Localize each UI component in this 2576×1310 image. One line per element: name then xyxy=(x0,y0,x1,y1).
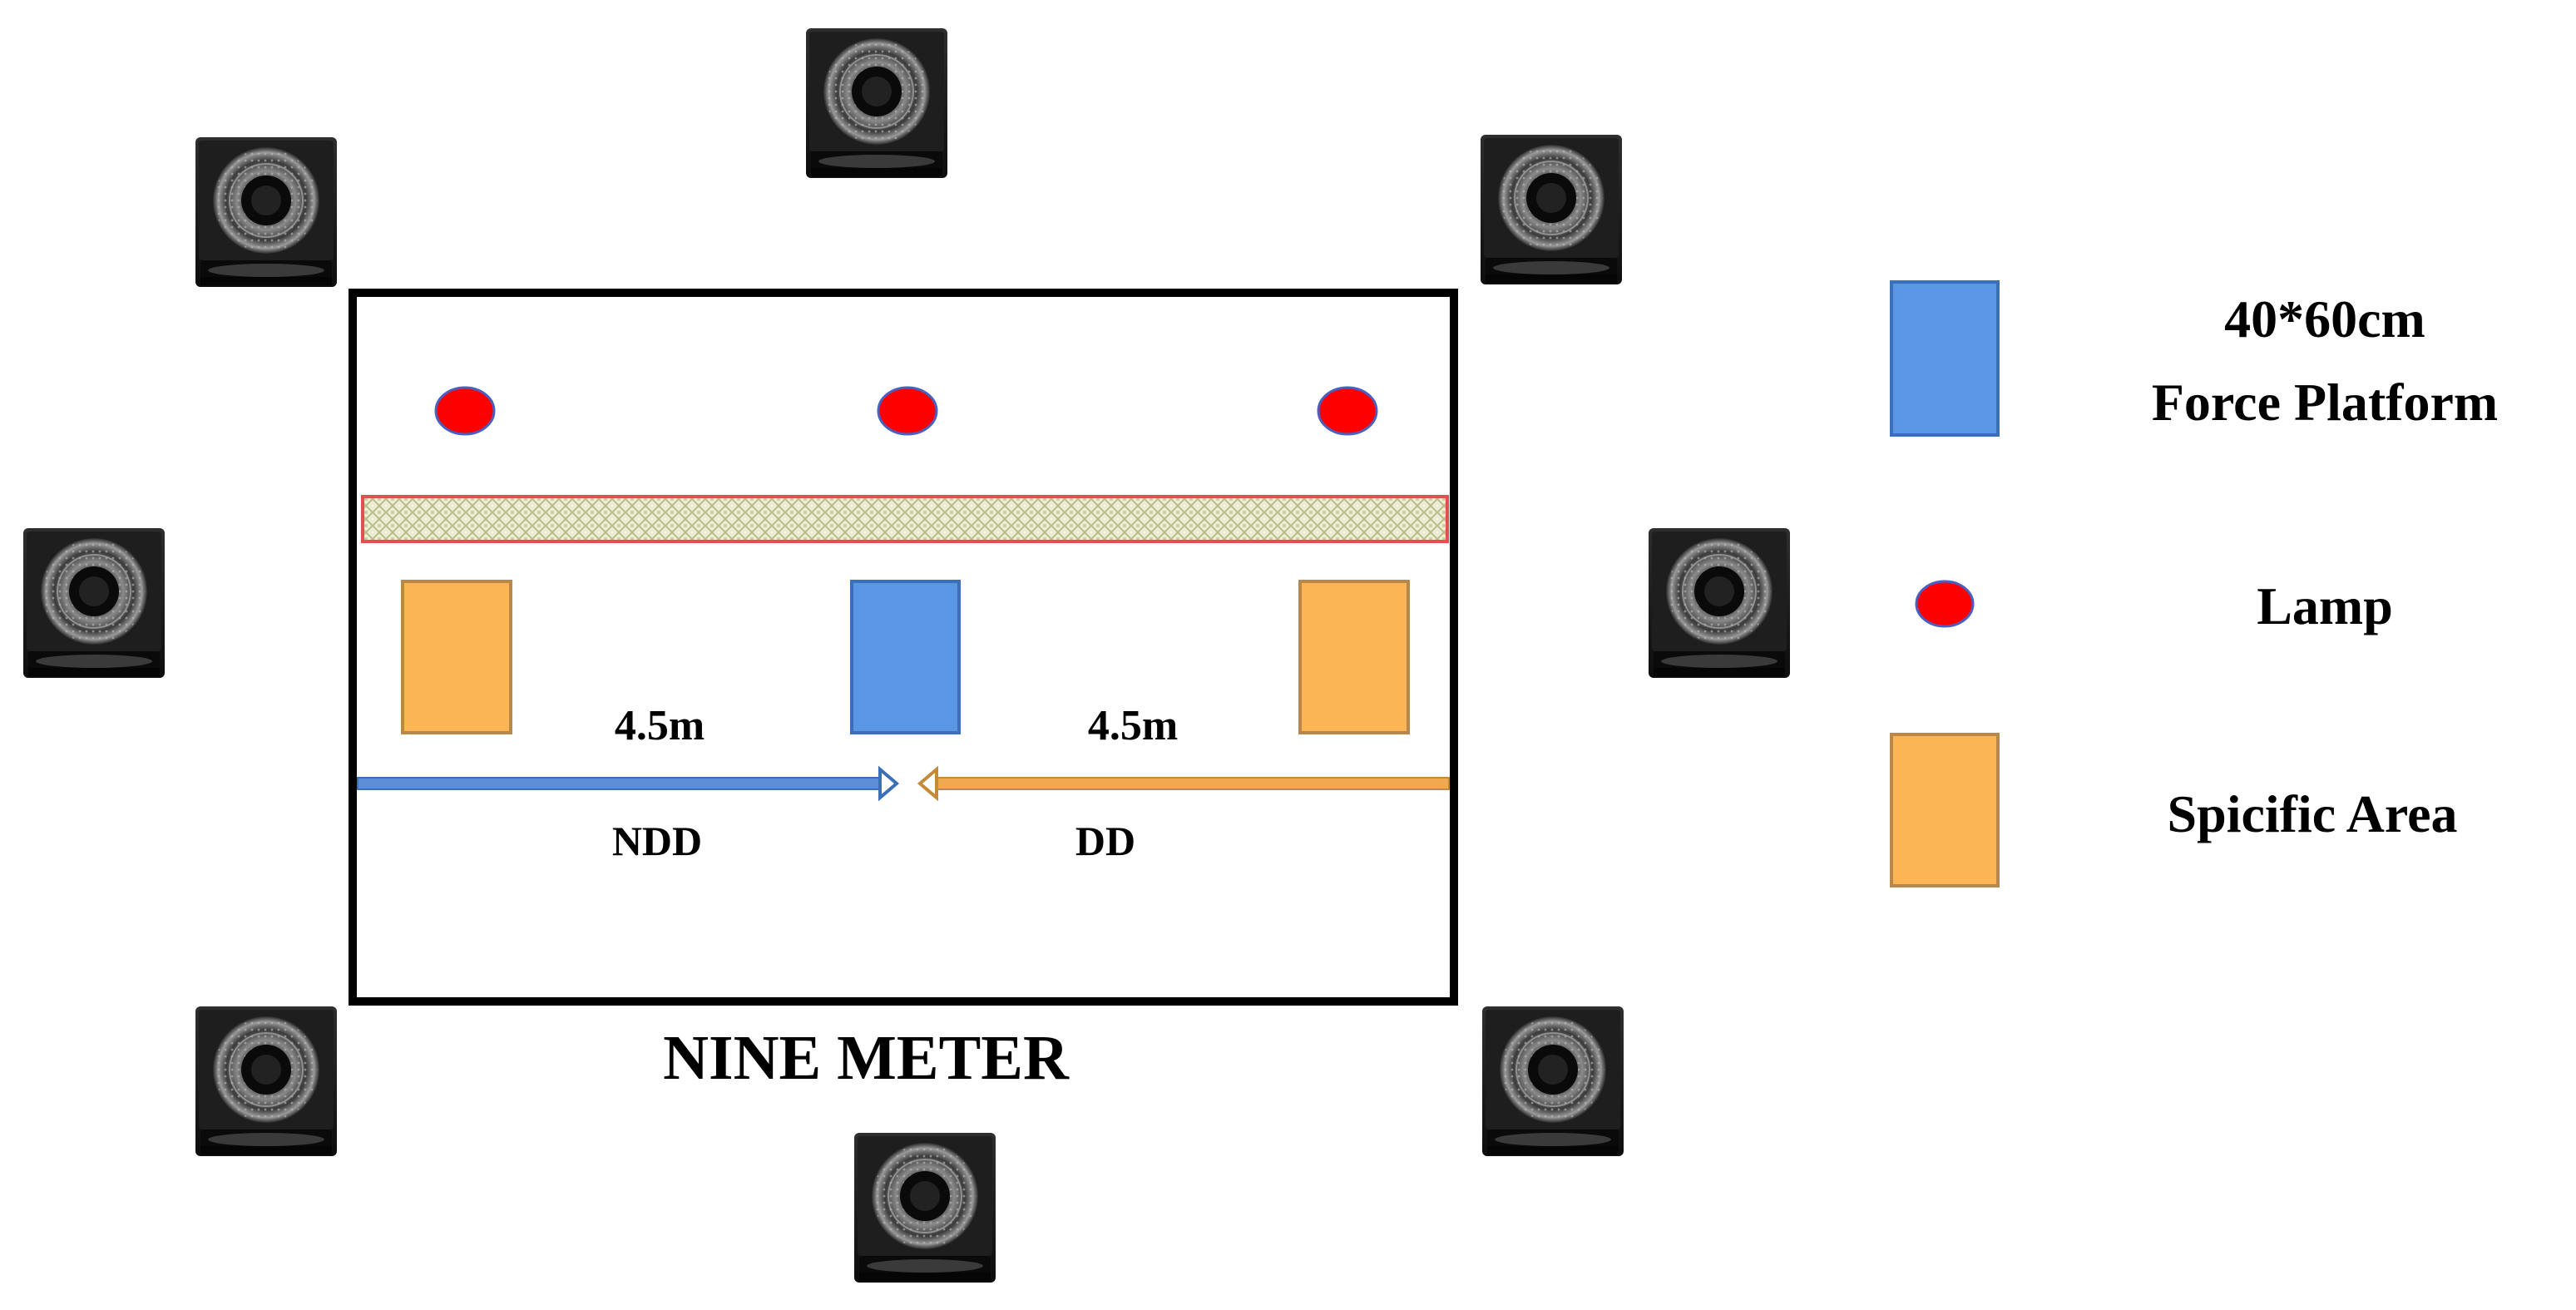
barrier-strip xyxy=(361,495,1449,543)
lamp-icon-left xyxy=(434,386,496,436)
legend-lamp-swatch xyxy=(1915,580,1975,628)
camera-icon-top-left xyxy=(195,136,338,288)
legend: 40*60cm Force Platform Lamp Spicific Are… xyxy=(1890,280,2498,887)
dd-label: DD xyxy=(1075,818,1135,864)
camera-icon-bottom-center xyxy=(853,1132,996,1283)
legend-specific-area-swatch xyxy=(1890,733,2000,887)
lamp-icon-right xyxy=(1317,386,1378,436)
right-distance-label: 4.5m xyxy=(1088,702,1178,749)
legend-force-platform-label: Force Platform xyxy=(2152,373,2498,432)
ndd-arrow xyxy=(357,765,900,802)
legend-specific-area-label: Spicific Area xyxy=(2168,784,2458,843)
legend-force-platform-size: 40*60cm xyxy=(2224,289,2425,349)
camera-icon-bottom-right xyxy=(1481,1006,1624,1157)
room-width-label: NINE METER xyxy=(663,1023,1070,1093)
camera-icon-mid-right xyxy=(1648,527,1791,679)
camera-icon-mid-left xyxy=(22,527,166,679)
specific-area-left xyxy=(401,580,512,734)
camera-icon-top-center xyxy=(805,27,948,179)
camera-icon-bottom-left xyxy=(195,1006,338,1157)
ndd-label: NDD xyxy=(612,818,702,864)
camera-icon-top-right xyxy=(1480,134,1623,285)
lamp-icon-center xyxy=(877,386,938,436)
dd-arrow xyxy=(917,765,1450,802)
legend-lamp-label: Lamp xyxy=(2257,576,2393,635)
specific-area-right xyxy=(1298,580,1410,734)
force-platform xyxy=(850,580,961,734)
legend-force-platform-swatch xyxy=(1890,280,2000,437)
left-distance-label: 4.5m xyxy=(615,702,705,749)
